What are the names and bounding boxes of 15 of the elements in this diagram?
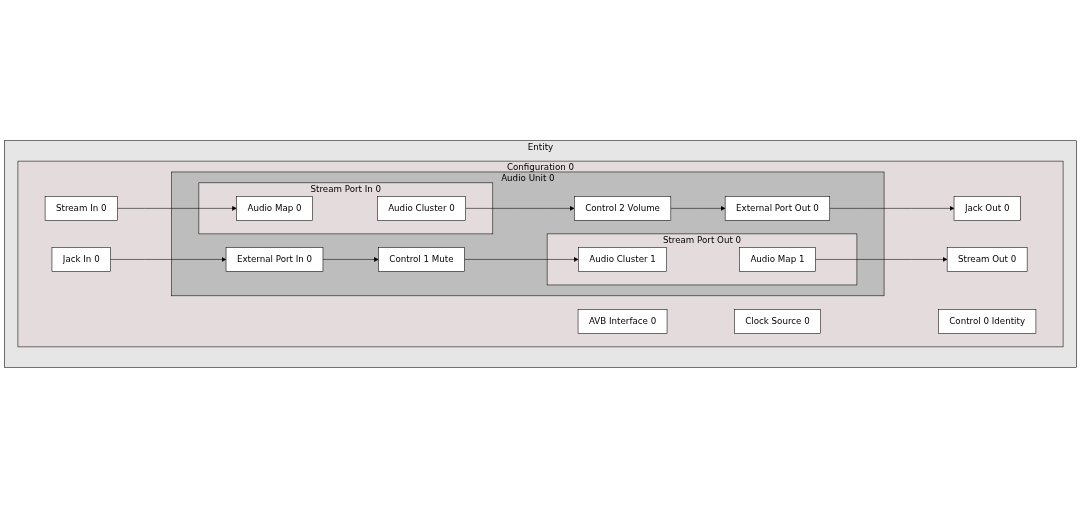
node-box: Jack In 0 [51, 247, 111, 272]
node-box: External Port Out 0 [724, 196, 830, 221]
node-box: Clock Source 0 [734, 309, 821, 334]
node-box: External Port In 0 [225, 247, 324, 272]
node-box: Stream Out 0 [946, 247, 1028, 272]
node-box: Audio Cluster 0 [377, 196, 466, 221]
node-box: Control 2 Volume [574, 196, 672, 221]
node-box: Control 1 Mute [378, 247, 465, 272]
node-box: Audio Map 0 [236, 196, 313, 221]
node-box: Audio Cluster 1 [578, 247, 667, 272]
node-box: Stream In 0 [44, 196, 118, 221]
node-box: Jack Out 0 [953, 196, 1021, 221]
node-box: Control 0 Identity [938, 309, 1037, 334]
node-box: AVB Interface 0 [577, 309, 668, 334]
node-box: Audio Map 1 [739, 247, 816, 272]
